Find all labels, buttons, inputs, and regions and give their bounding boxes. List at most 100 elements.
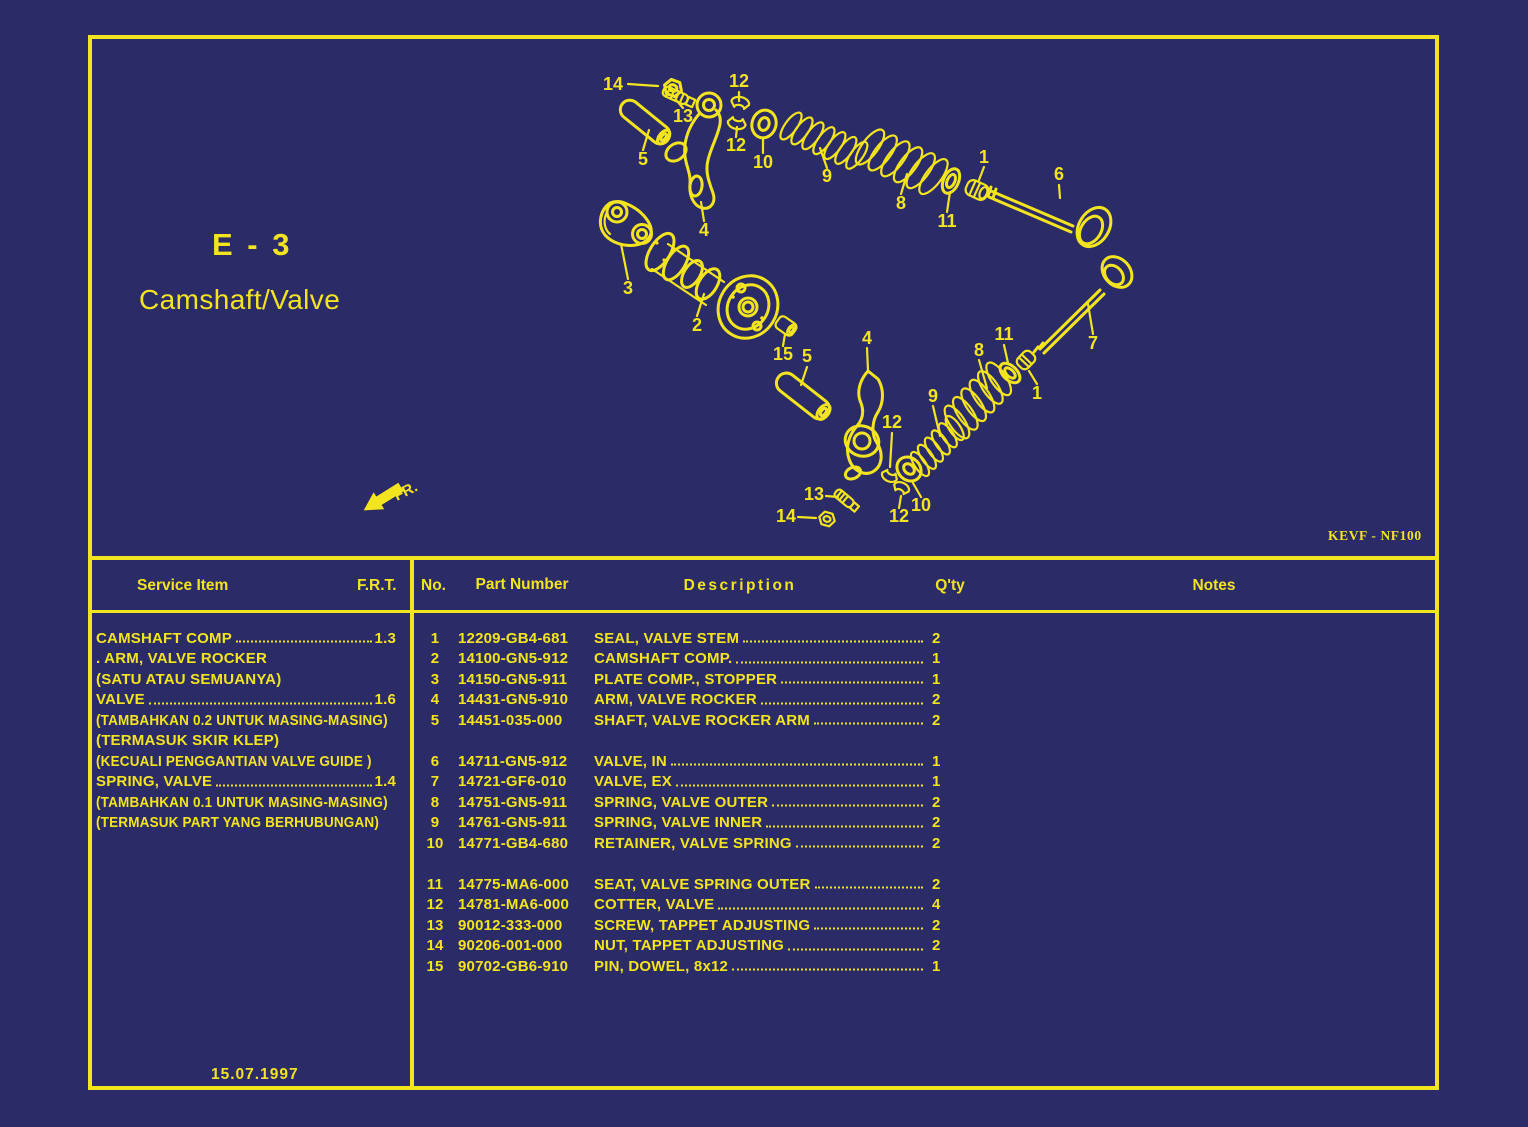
col-qty-header: Q'ty xyxy=(935,577,965,594)
callout-labels: 14 13 5 4 12 12 10 9 8 11 1 6 3 2 15 5 4… xyxy=(603,71,1098,526)
callout-label: 3 xyxy=(623,278,633,298)
part-no: 1 xyxy=(430,629,440,647)
part-number: 14150-GN5-911 xyxy=(458,670,568,688)
part-qty: 2 xyxy=(932,916,941,934)
part-no: 6 xyxy=(430,752,440,770)
callout-label: 12 xyxy=(726,135,746,155)
part-no: 4 xyxy=(430,691,440,709)
part-qty: 2 xyxy=(932,711,941,729)
service-line-text: (TAMBAHKAN 0.1 UNTUK MASING-MASING) xyxy=(96,793,388,811)
service-line-text: SPRING, VALVE xyxy=(96,773,213,791)
service-line-text: (TERMASUK PART YANG BERHUBUNGAN) xyxy=(96,814,380,832)
part-no: 12 xyxy=(426,896,444,914)
callout-label: 7 xyxy=(1088,333,1098,353)
valve-rocker-arm-lower xyxy=(843,369,884,481)
table-column-divider xyxy=(410,556,414,1090)
part-number: 90206-001-000 xyxy=(458,937,563,955)
part-qty: 1 xyxy=(932,650,941,668)
valve-rocker-arm-upper xyxy=(664,91,723,210)
part-number: 90012-333-000 xyxy=(458,916,563,934)
callout-label: 5 xyxy=(638,149,648,169)
part-number: 14761-GN5-911 xyxy=(458,814,568,832)
service-line: . ARM, VALVE ROCKER xyxy=(96,649,398,670)
service-line: (TERMASUK PART YANG BERHUBUNGAN) xyxy=(96,813,379,834)
dotted-leader xyxy=(788,948,923,951)
part-no: 5 xyxy=(430,711,440,729)
service-line: SPRING, VALVE 1.4 xyxy=(96,772,398,793)
part-description: SPRING, VALVE INNER xyxy=(594,814,763,832)
page-section-code: E - 3 xyxy=(212,227,293,262)
fr-label: FR. xyxy=(391,478,420,504)
callout-label: 9 xyxy=(822,166,832,186)
dotted-leader xyxy=(766,825,923,828)
valve-ex xyxy=(1032,255,1134,355)
dotted-leader xyxy=(732,968,923,971)
service-line: (TERMASUK SKIR KLEP) xyxy=(96,731,398,752)
service-line-frt: 1.4 xyxy=(374,773,396,791)
part-no: 2 xyxy=(430,650,440,668)
callout-label: 13 xyxy=(673,106,693,126)
part-no: 8 xyxy=(430,793,440,811)
table-top-rule xyxy=(88,556,1439,560)
part-number: 14751-GN5-911 xyxy=(458,793,568,811)
service-line-text: VALVE xyxy=(96,691,145,709)
part-no: 9 xyxy=(430,814,440,832)
valve-stem-seal-lower xyxy=(1015,349,1037,371)
part-number: 14721-GF6-010 xyxy=(458,773,567,791)
part-description: VALVE, EX xyxy=(594,773,672,791)
callout-label: 6 xyxy=(1054,164,1064,184)
callout-label: 4 xyxy=(862,328,872,348)
part-description: CAMSHAFT COMP. xyxy=(594,650,733,668)
part-description: SHAFT, VALVE ROCKER ARM xyxy=(594,711,810,729)
part-number: 12209-GB4-681 xyxy=(458,629,569,647)
part-no: 7 xyxy=(430,773,440,791)
part-qty: 1 xyxy=(932,670,941,688)
part-number: 14431-GN5-910 xyxy=(458,691,569,709)
screw-tappet-adjusting-lower xyxy=(833,488,861,513)
dotted-leader xyxy=(670,763,923,766)
part-number: 14100-GN5-912 xyxy=(458,650,569,668)
callout-label: 12 xyxy=(889,506,909,526)
callout-label: 14 xyxy=(603,74,623,94)
callout-label: 15 xyxy=(773,344,793,364)
col-no-header: No. xyxy=(421,577,446,594)
service-line: (TAMBAHKAN 0.1 UNTUK MASING-MASING) xyxy=(96,792,388,813)
camshaft xyxy=(644,231,780,340)
part-qty: 2 xyxy=(932,875,941,893)
service-line-text: (SATU ATAU SEMUANYA) xyxy=(96,670,282,688)
col-notes-header: Notes xyxy=(1192,577,1236,594)
callout-label: 12 xyxy=(882,412,902,432)
part-description: COTTER, VALVE xyxy=(594,896,715,914)
valve-spring-retainer-upper xyxy=(750,108,778,140)
valve-spring-inner-lower xyxy=(909,414,965,478)
valve-spring-seat-lower xyxy=(998,361,1022,385)
part-description: VALVE, IN xyxy=(594,752,667,770)
part-qty: 1 xyxy=(932,957,941,975)
dotted-leader xyxy=(743,640,923,643)
rocker-arm-shaft-lower xyxy=(774,371,832,421)
service-line-text: CAMSHAFT COMP xyxy=(96,629,232,647)
dotted-leader xyxy=(148,702,372,705)
part-number: 14775-MA6-000 xyxy=(458,875,569,893)
callout-label: 2 xyxy=(692,315,702,335)
part-description: RETAINER, VALVE SPRING xyxy=(594,834,792,852)
frt-header: F.R.T. xyxy=(357,577,397,594)
valve-spring-inner-upper xyxy=(779,111,869,170)
dotted-leader xyxy=(718,907,923,910)
part-no: 14 xyxy=(426,937,444,955)
part-description: PIN, DOWEL, 8x12 xyxy=(594,957,729,975)
service-line-frt: 1.6 xyxy=(374,691,396,709)
valve-cotter-lower-b xyxy=(893,481,911,496)
part-qty: 2 xyxy=(932,937,941,955)
